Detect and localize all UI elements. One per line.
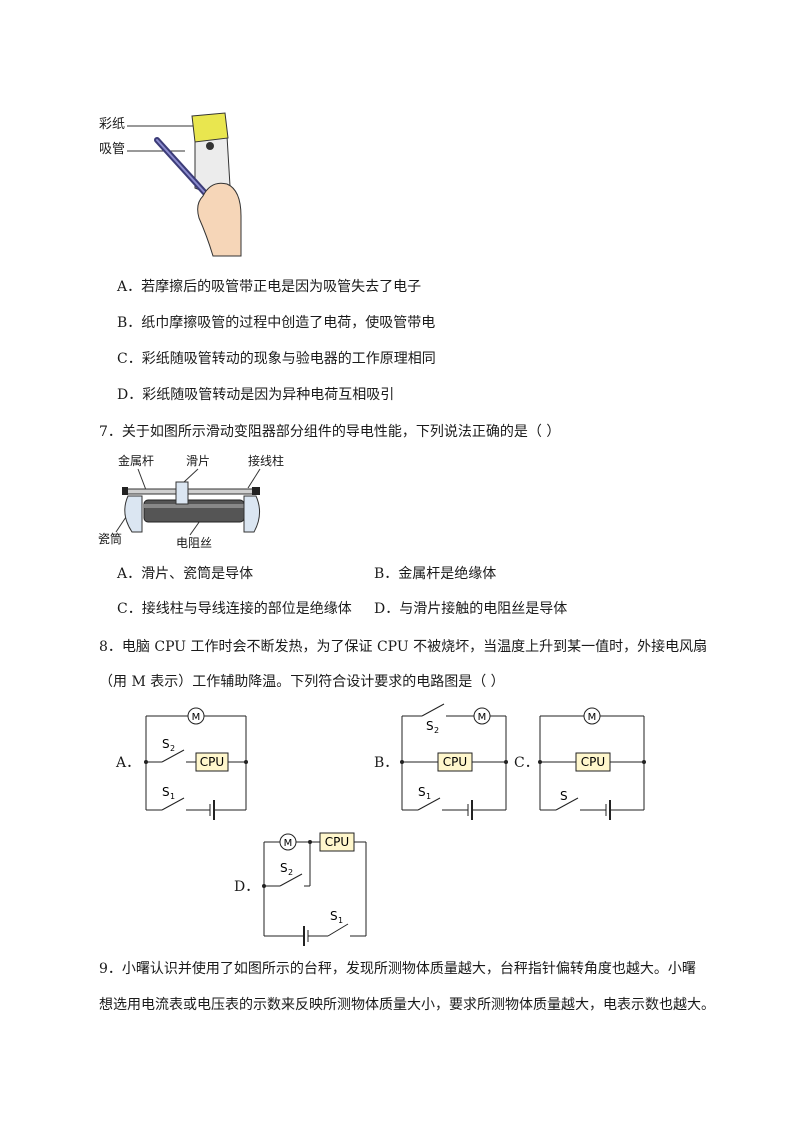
label-metal-rod: 金属杆 xyxy=(118,454,155,468)
circuit-d-s1-sub: 1 xyxy=(338,916,343,925)
circuit-a-s1: S xyxy=(162,785,170,799)
q9-line2: 想选用电流表或电压表的示数来反映所测物体质量大小，要求所测物体质量越大，电表示数… xyxy=(99,997,715,1013)
circuit-b-label: B． xyxy=(374,755,399,771)
q8-stem-line2: （用 M 表示）工作辅助降温。下列符合设计要求的电路图是（ ） xyxy=(99,674,505,690)
circuit-a: A． M CPU S 2 S 1 xyxy=(110,700,260,820)
circuit-c-diagram: M CPU S xyxy=(538,707,646,820)
q6-option-b: B．纸巾摩擦吸管的过程中创造了电荷，使吸管带电 xyxy=(117,315,436,331)
circuit-d-diagram: M CPU S 2 S 1 xyxy=(262,832,367,946)
label-resistance-wire: 电阻丝 xyxy=(176,536,213,550)
q8-stem-line1: 8．电脑 CPU 工作时会不断发热，为了保证 CPU 不被烧坏，当温度上升到某一… xyxy=(99,639,708,655)
label-ceramic-tube: 瓷筒 xyxy=(98,532,123,546)
label-straw: 吸管 xyxy=(99,142,126,157)
circuit-a-label: A． xyxy=(116,755,141,771)
label-terminal: 接线柱 xyxy=(248,454,285,468)
circuit-c-label: C． xyxy=(514,755,539,771)
straw-paper-figure: 彩纸 吸管 xyxy=(95,108,255,260)
circuit-c-cpu: CPU xyxy=(581,755,605,769)
circuit-b-cpu: CPU xyxy=(443,755,467,769)
q7-option-a: A．滑片、瓷筒是导体 xyxy=(117,566,254,582)
label-paper: 彩纸 xyxy=(99,117,126,132)
circuit-a-motor: M xyxy=(192,712,201,723)
circuit-b: B． M CPU S 2 S 1 xyxy=(372,700,512,820)
circuit-d-s1: S xyxy=(330,909,338,923)
q7-stem: 7．关于如图所示滑动变阻器部分组件的导电性能，下列说法正确的是（ ） xyxy=(99,424,561,440)
circuit-c: C． M CPU S xyxy=(512,700,652,820)
circuit-a-s2-sub: 2 xyxy=(170,744,175,753)
circuit-a-s1-sub: 1 xyxy=(170,792,175,801)
circuit-b-s1: S xyxy=(418,785,426,799)
circuit-d-s2-sub: 2 xyxy=(288,868,293,877)
q6-option-c: C．彩纸随吸管转动的现象与验电器的工作原理相同 xyxy=(117,351,436,367)
circuit-b-diagram: M CPU S 2 S 1 xyxy=(400,703,508,820)
q7-option-c: C．接线柱与导线连接的部位是绝缘体 xyxy=(117,601,352,617)
q7-option-b: B．金属杆是绝缘体 xyxy=(374,566,497,582)
circuit-a-cpu: CPU xyxy=(200,755,224,769)
circuit-c-s: S xyxy=(560,789,568,803)
q9-line1: 9．小曙认识并使用了如图所示的台秤，发现所测物体质量越大，台秤指针偏转角度也越大… xyxy=(99,961,696,977)
circuit-a-s2: S xyxy=(162,737,170,751)
circuit-c-motor: M xyxy=(588,712,597,723)
circuit-b-s2-sub: 2 xyxy=(434,726,439,735)
circuit-b-motor: M xyxy=(478,712,487,723)
circuit-a-diagram: M CPU S 2 S 1 xyxy=(144,707,248,820)
rheostat-figure: 金属杆 滑片 接线柱 瓷筒 电阻丝 xyxy=(98,452,298,552)
circuit-d-cpu: CPU xyxy=(325,835,349,849)
q6-option-a: A．若摩擦后的吸管带正电是因为吸管失去了电子 xyxy=(117,279,422,295)
straw-paper-illustration xyxy=(127,112,242,257)
circuit-b-s1-sub: 1 xyxy=(426,792,431,801)
circuit-d-motor: M xyxy=(284,838,293,849)
q7-option-d: D．与滑片接触的电阻丝是导体 xyxy=(374,601,568,617)
label-slider: 滑片 xyxy=(186,454,211,468)
circuit-d: D． M CPU S 2 S 1 xyxy=(232,826,382,948)
circuit-d-s2: S xyxy=(280,861,288,875)
q6-option-d: D．彩纸随吸管转动是因为异种电荷互相吸引 xyxy=(117,387,395,403)
rheostat-illustration xyxy=(115,468,261,536)
circuit-b-s2: S xyxy=(426,719,434,733)
circuit-d-label: D． xyxy=(234,879,260,895)
